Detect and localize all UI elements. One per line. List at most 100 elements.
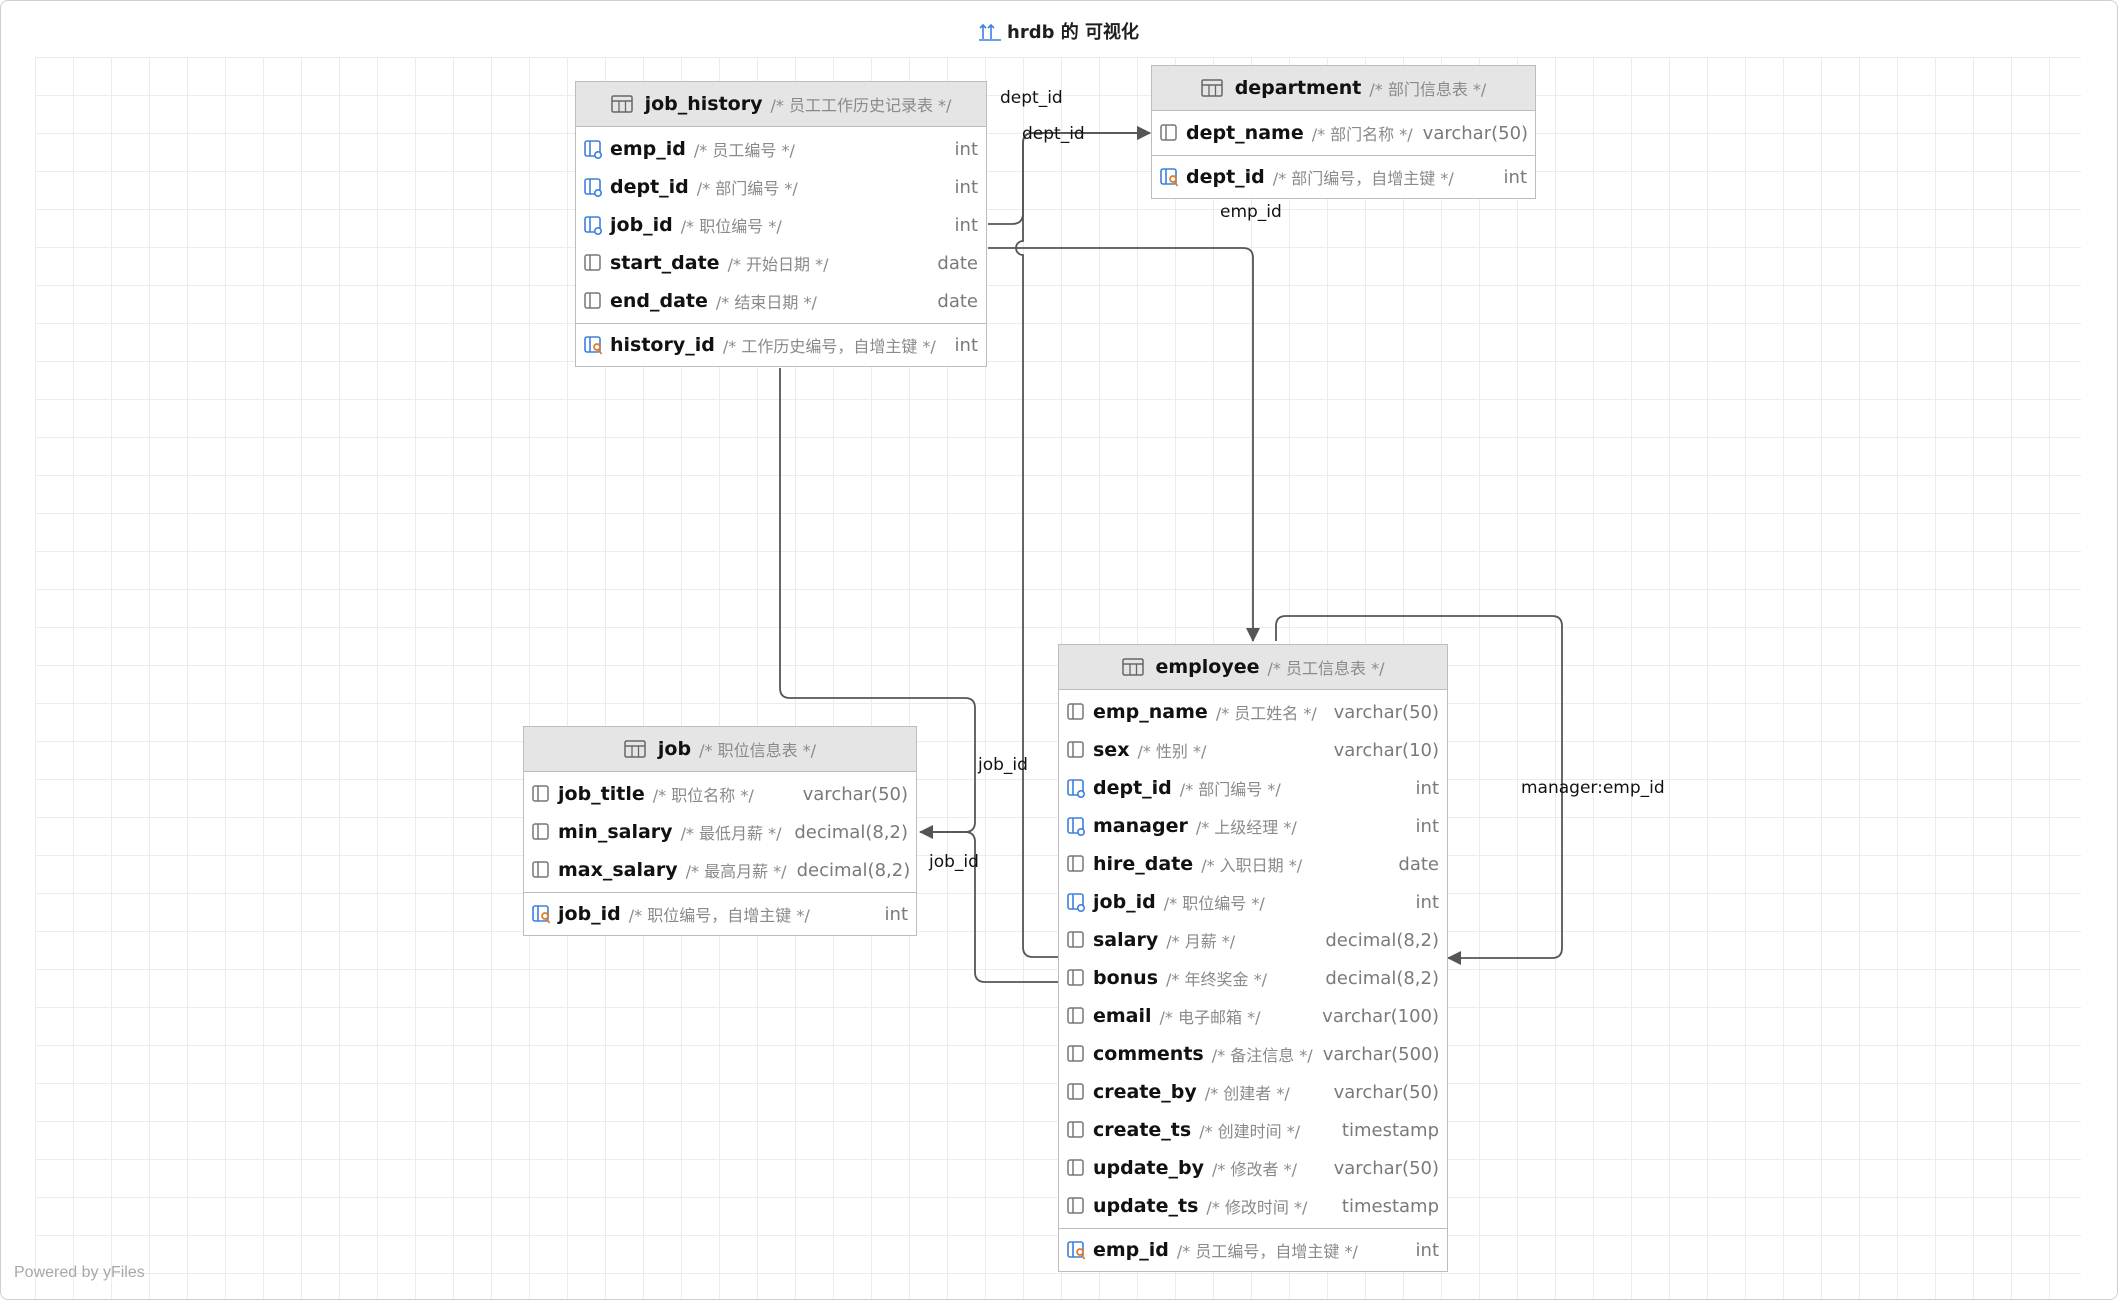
- foreign-key-column-icon: [1065, 815, 1087, 837]
- edge-employee-department[interactable]: [1015, 126, 1151, 958]
- column-row[interactable]: bonus/* 年终奖金 */decimal(8,2): [1059, 959, 1447, 997]
- column-icon: [1065, 929, 1087, 951]
- primary-key-section: dept_id/* 部门编号，自增主键 */int: [1152, 155, 1535, 198]
- column-name: start_date: [610, 252, 720, 274]
- diagram-title-text: hrdb 的 可视化: [1007, 22, 1139, 43]
- table-job-history[interactable]: job_history/* 员工工作历史记录表 */emp_id/* 员工编号 …: [575, 81, 987, 367]
- edge-label-dept-id-target: dept_id: [1022, 124, 1085, 144]
- edge-employee-job[interactable]: [920, 831, 1058, 983]
- column-name: salary: [1093, 929, 1159, 951]
- column-icon: [1158, 122, 1180, 144]
- column-comment: /* 性别 */: [1137, 742, 1207, 761]
- foreign-key-column-icon: [582, 138, 604, 160]
- edge-jobhistory-employee[interactable]: [988, 247, 1260, 642]
- column-icon: [530, 783, 552, 805]
- column-name: job_title: [558, 783, 645, 805]
- table-header[interactable]: employee/* 员工信息表 */: [1059, 645, 1447, 690]
- column-comment: /* 员工编号 */: [693, 141, 795, 160]
- column-row[interactable]: salary/* 月薪 */decimal(8,2): [1059, 921, 1447, 959]
- column-type: date: [937, 290, 978, 312]
- column-row[interactable]: start_date/* 开始日期 */date: [576, 244, 986, 282]
- column-comment: /* 员工编号，自增主键 */: [1176, 1242, 1358, 1261]
- column-row[interactable]: job_id/* 职位编号 */int: [576, 206, 986, 244]
- column-row[interactable]: emp_id/* 员工编号 */int: [576, 130, 986, 168]
- column-type: int: [954, 138, 978, 160]
- column-icon: [530, 821, 552, 843]
- column-comment: /* 职位编号，自增主键 */: [628, 906, 810, 925]
- column-row[interactable]: dept_id/* 部门编号，自增主键 */int: [1152, 158, 1535, 196]
- column-comment: /* 部门编号 */: [696, 179, 798, 198]
- column-row[interactable]: email/* 电子邮箱 */varchar(100): [1059, 997, 1447, 1035]
- column-row[interactable]: hire_date/* 入职日期 */date: [1059, 845, 1447, 883]
- primary-key-column-icon: [582, 334, 604, 356]
- column-type: varchar(100): [1322, 1005, 1439, 1027]
- table-header[interactable]: job/* 职位信息表 */: [524, 727, 916, 772]
- column-comment: /* 电子邮箱 */: [1159, 1008, 1261, 1027]
- primary-key-section: history_id/* 工作历史编号，自增主键 */int: [576, 323, 986, 366]
- column-type: varchar(50): [1333, 701, 1439, 723]
- column-comment: /* 结束日期 */: [715, 293, 817, 312]
- table-department[interactable]: department/* 部门信息表 */dept_name/* 部门名称 */…: [1151, 65, 1536, 199]
- edge-label-manager-emp-id: manager:emp_id: [1521, 778, 1665, 798]
- column-row[interactable]: min_salary /* 最低月薪 */ decimal(8,2): [524, 813, 916, 851]
- column-name: update_by: [1093, 1157, 1205, 1179]
- table-comment: /* 职位信息表 */: [699, 741, 817, 760]
- column-comment: /* 最低月薪 */: [680, 824, 782, 843]
- column-row[interactable]: comments/* 备注信息 */varchar(500): [1059, 1035, 1447, 1073]
- column-type: decimal(8,2): [796, 859, 911, 881]
- column-type: decimal(8,2): [794, 821, 908, 843]
- column-list: emp_name/* 员工姓名 */varchar(50)sex/* 性别 */…: [1059, 690, 1447, 1228]
- table-icon: [1200, 79, 1223, 97]
- column-row[interactable]: dept_id/* 部门编号 */int: [576, 168, 986, 206]
- foreign-key-column-icon: [582, 214, 604, 236]
- table-header[interactable]: job_history/* 员工工作历史记录表 */: [576, 82, 986, 127]
- column-comment: /* 入职日期 */: [1201, 856, 1303, 875]
- column-comment: /* 月薪 */: [1166, 932, 1236, 951]
- column-icon: [1065, 1005, 1087, 1027]
- column-comment: /* 部门名称 */: [1311, 125, 1413, 144]
- column-row[interactable]: job_title/* 职位名称 */varchar(50): [524, 775, 916, 813]
- column-row[interactable]: job_id/* 职位编号，自增主键 */int: [524, 895, 916, 933]
- column-row[interactable]: manager/* 上级经理 */int: [1059, 807, 1447, 845]
- foreign-key-column-icon: [582, 176, 604, 198]
- primary-key-column-icon: [1158, 166, 1180, 188]
- powered-by-footer: Powered by yFiles: [14, 1264, 145, 1281]
- column-icon: [530, 859, 552, 881]
- column-row[interactable]: create_by/* 创建者 */varchar(50): [1059, 1073, 1447, 1111]
- column-row[interactable]: history_id/* 工作历史编号，自增主键 */int: [576, 326, 986, 364]
- column-row[interactable]: dept_name/* 部门名称 */varchar(50): [1152, 114, 1535, 152]
- column-row[interactable]: job_id/* 职位编号 */int: [1059, 883, 1447, 921]
- table-comment: /* 员工工作历史记录表 */: [770, 96, 952, 115]
- column-name: create_ts: [1093, 1119, 1192, 1141]
- column-type: varchar(500): [1322, 1043, 1440, 1065]
- column-name: min_salary: [558, 821, 673, 843]
- column-name: dept_id: [610, 176, 689, 198]
- edge-jobhistory-department[interactable]: [988, 126, 1151, 225]
- column-name: create_by: [1093, 1081, 1197, 1103]
- column-name: update_ts: [1093, 1195, 1199, 1217]
- column-row[interactable]: update_ts/* 修改时间 */timestamp: [1059, 1187, 1447, 1225]
- sort-tree-icon: [979, 23, 1001, 46]
- column-type: varchar(50): [1333, 1081, 1439, 1103]
- column-icon: [1065, 1157, 1087, 1179]
- column-row[interactable]: dept_id/* 部门编号 */int: [1059, 769, 1447, 807]
- table-name: department: [1234, 77, 1362, 99]
- column-row[interactable]: emp_id/* 员工编号，自增主键 */int: [1059, 1231, 1447, 1269]
- column-row[interactable]: emp_name/* 员工姓名 */varchar(50): [1059, 693, 1447, 731]
- column-row[interactable]: create_ts/* 创建时间 */timestamp: [1059, 1111, 1447, 1149]
- table-employee[interactable]: employee/* 员工信息表 */emp_name/* 员工姓名 */var…: [1058, 644, 1448, 1272]
- column-type: int: [1415, 815, 1439, 837]
- column-row[interactable]: update_by/* 修改者 */varchar(50): [1059, 1149, 1447, 1187]
- edge-employee-manager-self[interactable]: [1275, 615, 1563, 965]
- column-name: job_id: [558, 903, 621, 925]
- column-row[interactable]: max_salary/* 最高月薪 */decimal(8,2): [524, 851, 916, 889]
- table-header[interactable]: department/* 部门信息表 */: [1152, 66, 1535, 111]
- edge-jobhistory-job[interactable]: [779, 368, 976, 839]
- column-name: dept_id: [1093, 777, 1172, 799]
- diagram-title: hrdb 的 可视化: [0, 18, 2118, 46]
- column-comment: /* 职位编号 */: [680, 217, 782, 236]
- column-row[interactable]: sex/* 性别 */varchar(10): [1059, 731, 1447, 769]
- table-job[interactable]: job/* 职位信息表 */job_title/* 职位名称 */varchar…: [523, 726, 917, 936]
- column-row[interactable]: end_date/* 结束日期 */date: [576, 282, 986, 320]
